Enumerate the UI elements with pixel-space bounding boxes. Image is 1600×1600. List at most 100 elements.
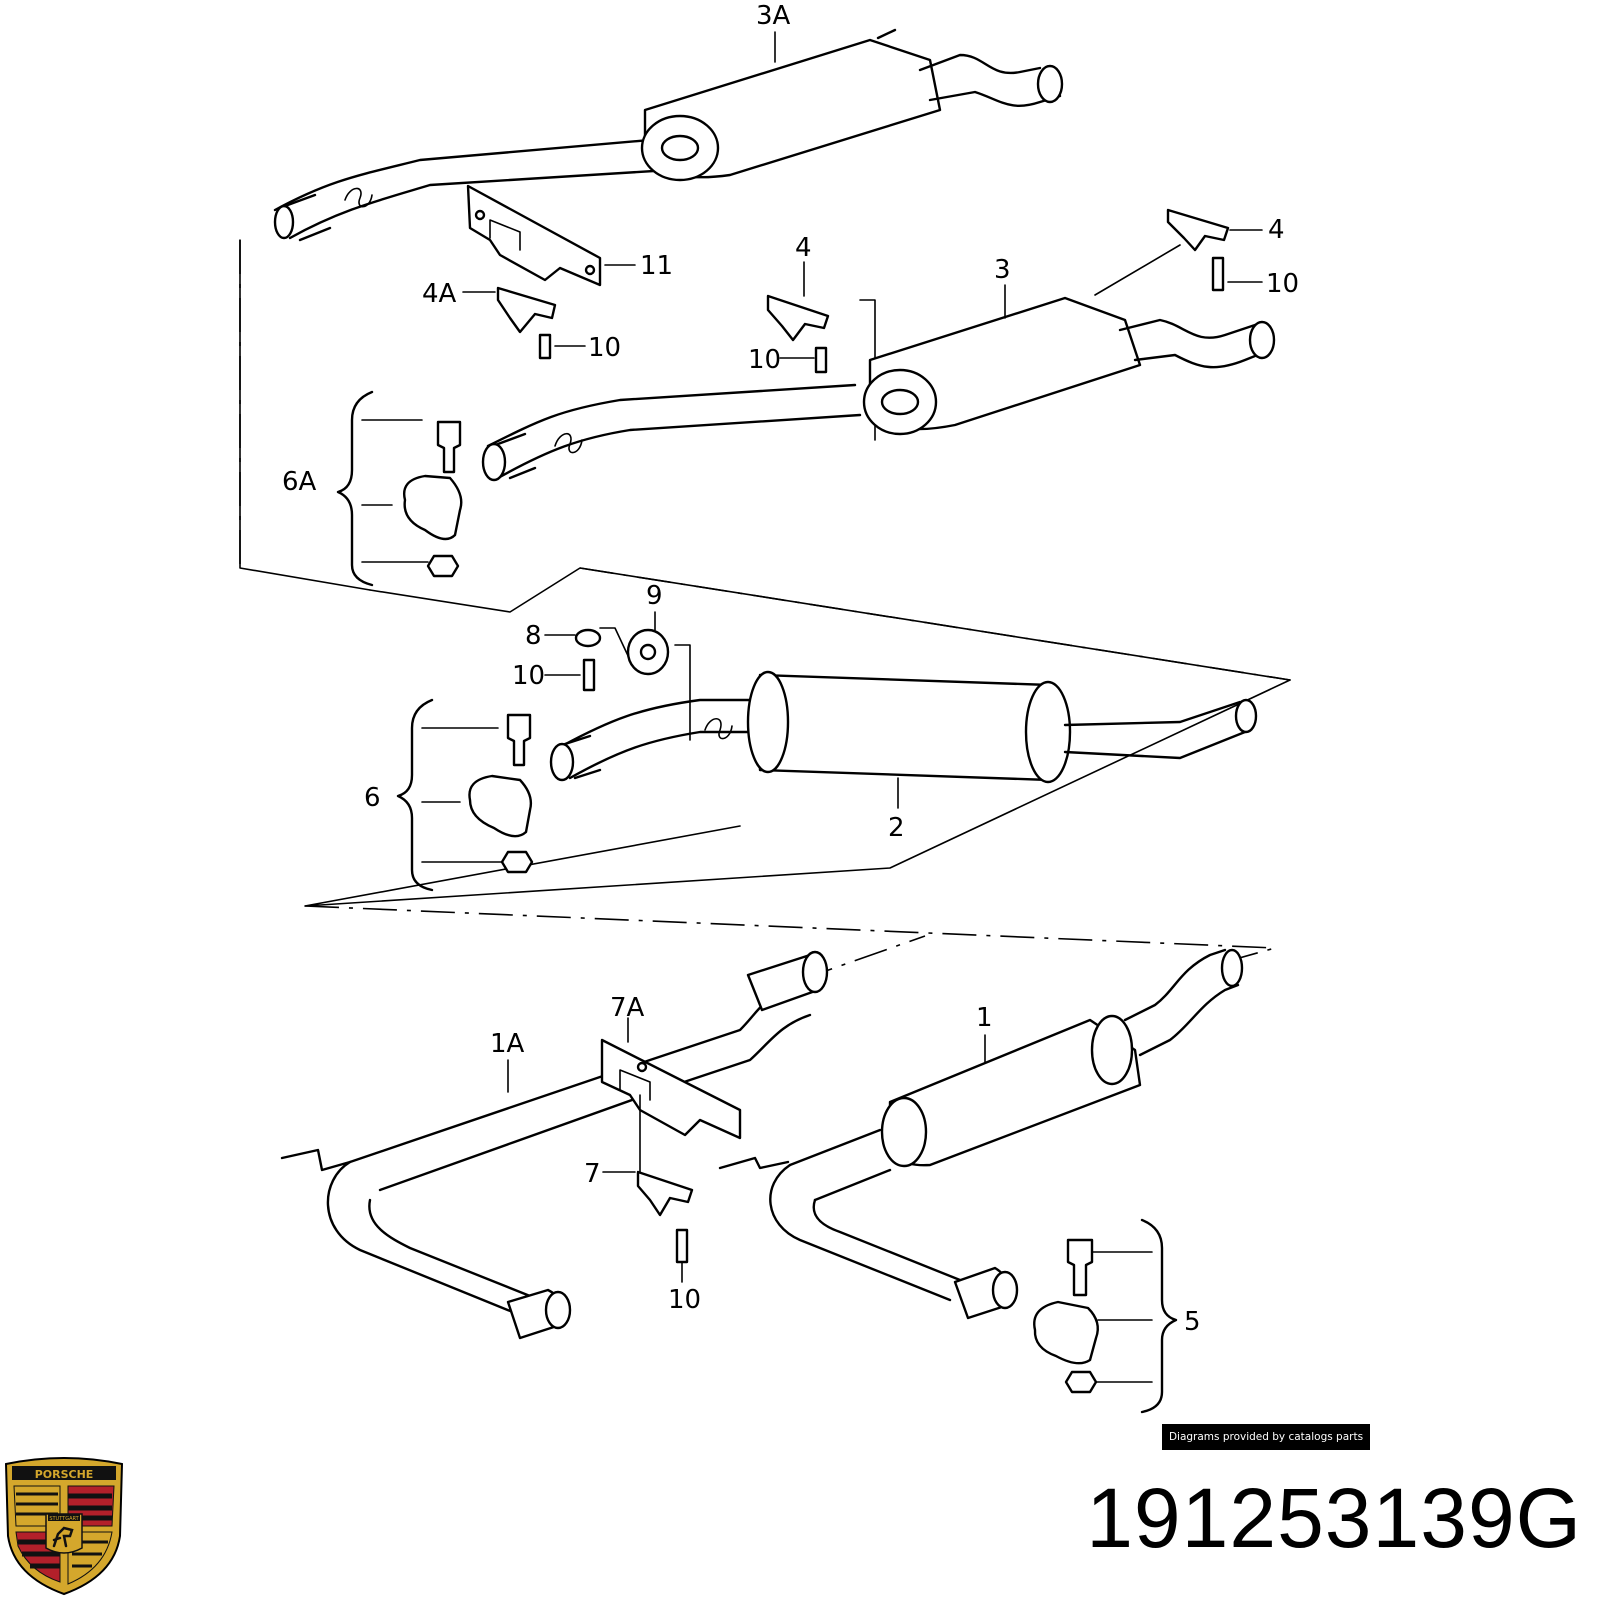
pipe-3-end — [481, 442, 507, 482]
label-5: 5 — [1184, 1307, 1201, 1337]
label-10e: 10 — [668, 1285, 701, 1315]
pipe-3-clamp-wire — [554, 432, 583, 454]
muffler-3-tail-top — [1118, 318, 1257, 339]
pipe-2-inlet-top — [560, 698, 757, 748]
part-1-front-muffler — [769, 948, 1244, 1320]
bolt-10b — [814, 346, 828, 374]
nut-5 — [1064, 1370, 1098, 1394]
part-4-hanger-mid — [766, 261, 830, 374]
crest-name-band — [12, 1466, 116, 1480]
clamp-6a — [403, 474, 463, 541]
crest-city: STUTTGART — [49, 1516, 79, 1522]
bolt-10c — [1211, 256, 1225, 292]
pipe-2-outlet-end — [1234, 698, 1258, 734]
label-7a: 7A — [610, 993, 645, 1023]
part-4-hanger-right — [1166, 208, 1263, 292]
muffler-3a-tail-end — [1036, 64, 1064, 104]
hanger-4-right — [1166, 208, 1230, 252]
part-6a-clamp-set — [336, 390, 463, 587]
bracket-7a-hole — [636, 1061, 648, 1073]
label-2: 2 — [888, 813, 905, 843]
pipe-1-outer — [769, 1163, 952, 1302]
pipe-3a-end — [273, 204, 295, 240]
bracket-11-web — [489, 219, 521, 251]
label-8: 8 — [525, 621, 542, 651]
pipe-3a-inlet-bottom — [288, 168, 672, 240]
label-1: 1 — [976, 1003, 993, 1033]
pipe-1-inner — [812, 1198, 967, 1284]
pipe-2-end — [549, 742, 575, 782]
part-7a-bracket — [600, 1017, 742, 1173]
muffler-3a-hanger-stub — [876, 28, 897, 40]
muffler-2-front-cap — [746, 670, 790, 774]
brace-5 — [1140, 1218, 1178, 1414]
pipe-1a-top — [348, 988, 792, 1164]
bracket-11-hole-2 — [584, 264, 596, 276]
pipe-1-tail-top — [1123, 948, 1227, 1022]
diagram-credit-badge: Diagrams provided by catalogs parts — [1162, 1424, 1370, 1450]
frame-upper-dash — [579, 567, 1291, 681]
hanger-4a — [496, 286, 557, 334]
pipe-3-sleeve — [496, 432, 537, 480]
washer-8 — [574, 628, 602, 648]
clamp-6 — [468, 774, 533, 838]
part-11-bracket — [466, 184, 636, 287]
pipe-1a-top-end — [801, 950, 829, 994]
muffler-3-inlet — [880, 388, 920, 416]
muffler-3-tail-bottom — [1133, 350, 1267, 369]
bracket-11-plate — [466, 184, 602, 287]
muffler-3-tail-end — [1248, 320, 1276, 360]
bolt-5 — [1066, 1238, 1094, 1297]
muffler-3a-tail-top — [918, 53, 1042, 75]
part-5-clamp-set — [1033, 1218, 1178, 1414]
part-3a-rear-muffler — [273, 28, 1064, 242]
label-9: 9 — [646, 581, 663, 611]
muffler-3-hanger-line — [1094, 244, 1181, 296]
porsche-crest-logo: PORSCHE STUTTGART — [4, 1457, 124, 1596]
pipe-1a-bottom — [378, 1013, 812, 1192]
pipe-1a-bottom-end — [544, 1290, 572, 1330]
pipe-1-end — [991, 1270, 1019, 1310]
pipe-2-sleeve — [563, 734, 602, 780]
frame-upper-left — [239, 239, 371, 591]
hanger-4-mid — [766, 294, 830, 342]
pipe-1-inner-top — [813, 1168, 892, 1202]
pipe-1-tail-bottom — [1138, 983, 1240, 1057]
brace-6a — [336, 390, 374, 587]
part-2-center-muffler — [549, 670, 1258, 809]
label-3a: 3A — [756, 1, 791, 31]
part-4a-hanger — [462, 286, 586, 360]
bolt-10d — [582, 658, 596, 692]
label-10a: 10 — [588, 333, 621, 363]
clamp-5 — [1033, 1300, 1099, 1365]
muffler-1-rear-cap — [1090, 1014, 1134, 1086]
pipe-3a-sleeve — [283, 193, 332, 242]
muffler-3a-endcap — [640, 114, 720, 182]
pipe-1-top — [788, 1128, 882, 1167]
pipe-1a-outer — [280, 1148, 522, 1317]
crest-city-band — [48, 1514, 80, 1521]
muffler-3a-inlet — [660, 134, 700, 162]
bolt-10a — [538, 333, 552, 360]
pipe-3-inlet-top — [486, 383, 857, 448]
part-number: 191253139G — [1086, 1471, 1582, 1565]
pipe-1a-inner — [368, 1198, 542, 1302]
bracket-line-8-9 — [599, 627, 631, 661]
bolt-10e — [675, 1228, 689, 1264]
part-labels: 3A 11 4A 10 4 10 3 4 10 6A 9 8 10 6 2 7A… — [282, 1, 1299, 1337]
label-4a: 4A — [422, 279, 457, 309]
bolt-6 — [506, 713, 532, 767]
part-7-hanger — [602, 1156, 790, 1283]
bracket-11-hole-1 — [474, 209, 486, 221]
rubber-mount-9-hole — [639, 643, 657, 661]
frame-middle-bottom-dash — [304, 905, 1276, 949]
bracket-line-2 — [674, 644, 691, 741]
crest-horse — [52, 1526, 74, 1548]
pipe-2-outlet-top — [1063, 700, 1242, 727]
nut-6a — [426, 554, 460, 578]
pipe-3a-inlet-top — [273, 138, 652, 212]
label-6: 6 — [364, 783, 381, 813]
bracket-7a-web — [619, 1069, 651, 1101]
label-7: 7 — [584, 1159, 601, 1189]
label-1a: 1A — [490, 1029, 525, 1059]
